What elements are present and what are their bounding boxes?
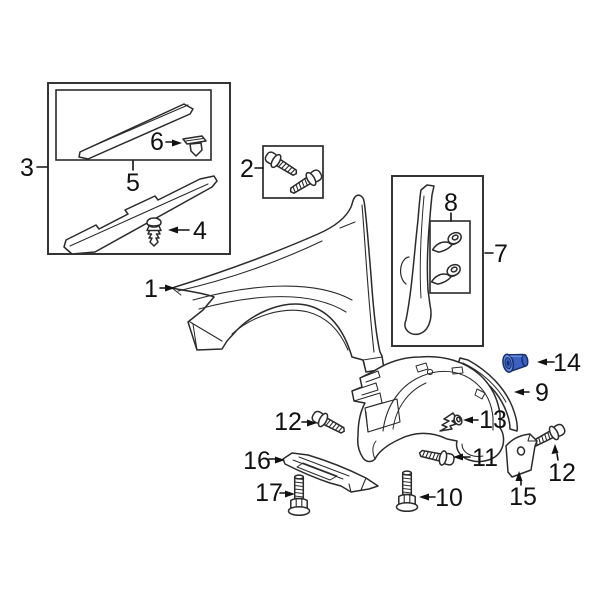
part-clip-6[interactable]: [182, 135, 207, 157]
callout-12-left[interactable]: 12: [274, 408, 317, 436]
callout-5[interactable]: 5: [126, 160, 140, 197]
part-clip-8a[interactable]: [429, 229, 466, 254]
callout-8-label[interactable]: 8: [444, 189, 458, 217]
callout-5-label[interactable]: 5: [126, 169, 140, 197]
inner-box-5: [55, 89, 212, 161]
callout-12l-label[interactable]: 12: [274, 408, 302, 436]
kit-box-2: [262, 145, 324, 199]
callout-4[interactable]: 4: [168, 217, 207, 245]
callout-10-label[interactable]: 10: [435, 484, 463, 512]
callout-13[interactable]: 13: [463, 406, 507, 434]
part-grommet-14-highlighted[interactable]: [502, 351, 530, 373]
callout-10[interactable]: 10: [419, 484, 463, 512]
callout-3[interactable]: 3: [20, 154, 48, 182]
part-bolt-11[interactable]: [417, 445, 457, 469]
part-molding-5[interactable]: [78, 103, 194, 160]
callout-2[interactable]: 2: [240, 155, 264, 183]
callout-12-right[interactable]: 12: [548, 444, 576, 487]
part-bolt-10[interactable]: [395, 470, 419, 513]
part-seal-7[interactable]: [400, 184, 435, 336]
callout-14[interactable]: 14: [537, 349, 581, 377]
callout-15-label[interactable]: 15: [509, 483, 537, 511]
callout-2-label[interactable]: 2: [240, 155, 254, 183]
kit-box-8: [429, 220, 471, 294]
kit-box-3: [47, 82, 231, 255]
part-bolt-2a[interactable]: [262, 148, 301, 181]
callout-17-label[interactable]: 17: [255, 479, 283, 507]
callout-11[interactable]: 11: [453, 444, 498, 472]
part-plate-15[interactable]: [505, 433, 538, 478]
part-bolt-17[interactable]: [287, 474, 311, 517]
part-clip-8b[interactable]: [428, 261, 465, 286]
part-clip-13[interactable]: [439, 412, 463, 432]
callout-12r-label[interactable]: 12: [548, 459, 576, 487]
part-fender-liner[interactable]: [351, 355, 505, 463]
callout-3-label[interactable]: 3: [20, 154, 34, 182]
callout-9-label[interactable]: 9: [535, 379, 549, 407]
part-clip-4[interactable]: [146, 217, 162, 247]
callout-6[interactable]: 6: [150, 128, 182, 156]
part-molding-3[interactable]: [63, 175, 218, 255]
callout-13-label[interactable]: 13: [479, 406, 507, 434]
callout-7-label[interactable]: 7: [494, 240, 508, 268]
callout-15[interactable]: 15: [509, 471, 537, 511]
callout-6-label[interactable]: 6: [150, 128, 164, 156]
callout-17[interactable]: 17: [255, 479, 295, 507]
part-shield-16[interactable]: [282, 452, 379, 493]
callout-7[interactable]: 7: [484, 240, 508, 268]
kit-box-7: [391, 175, 484, 347]
callout-8[interactable]: 8: [444, 189, 458, 222]
callout-1[interactable]: 1: [144, 275, 175, 303]
callout-4-label[interactable]: 4: [193, 217, 207, 245]
callout-11-label[interactable]: 11: [472, 444, 498, 472]
callout-9[interactable]: 9: [514, 379, 549, 407]
callout-16[interactable]: 16: [243, 447, 285, 475]
callout-16-label[interactable]: 16: [243, 447, 271, 475]
part-fender-1[interactable]: [171, 194, 385, 373]
outer-box: [47, 82, 231, 255]
callout-14-label[interactable]: 14: [553, 349, 581, 377]
callout-1-label[interactable]: 1: [144, 275, 158, 303]
